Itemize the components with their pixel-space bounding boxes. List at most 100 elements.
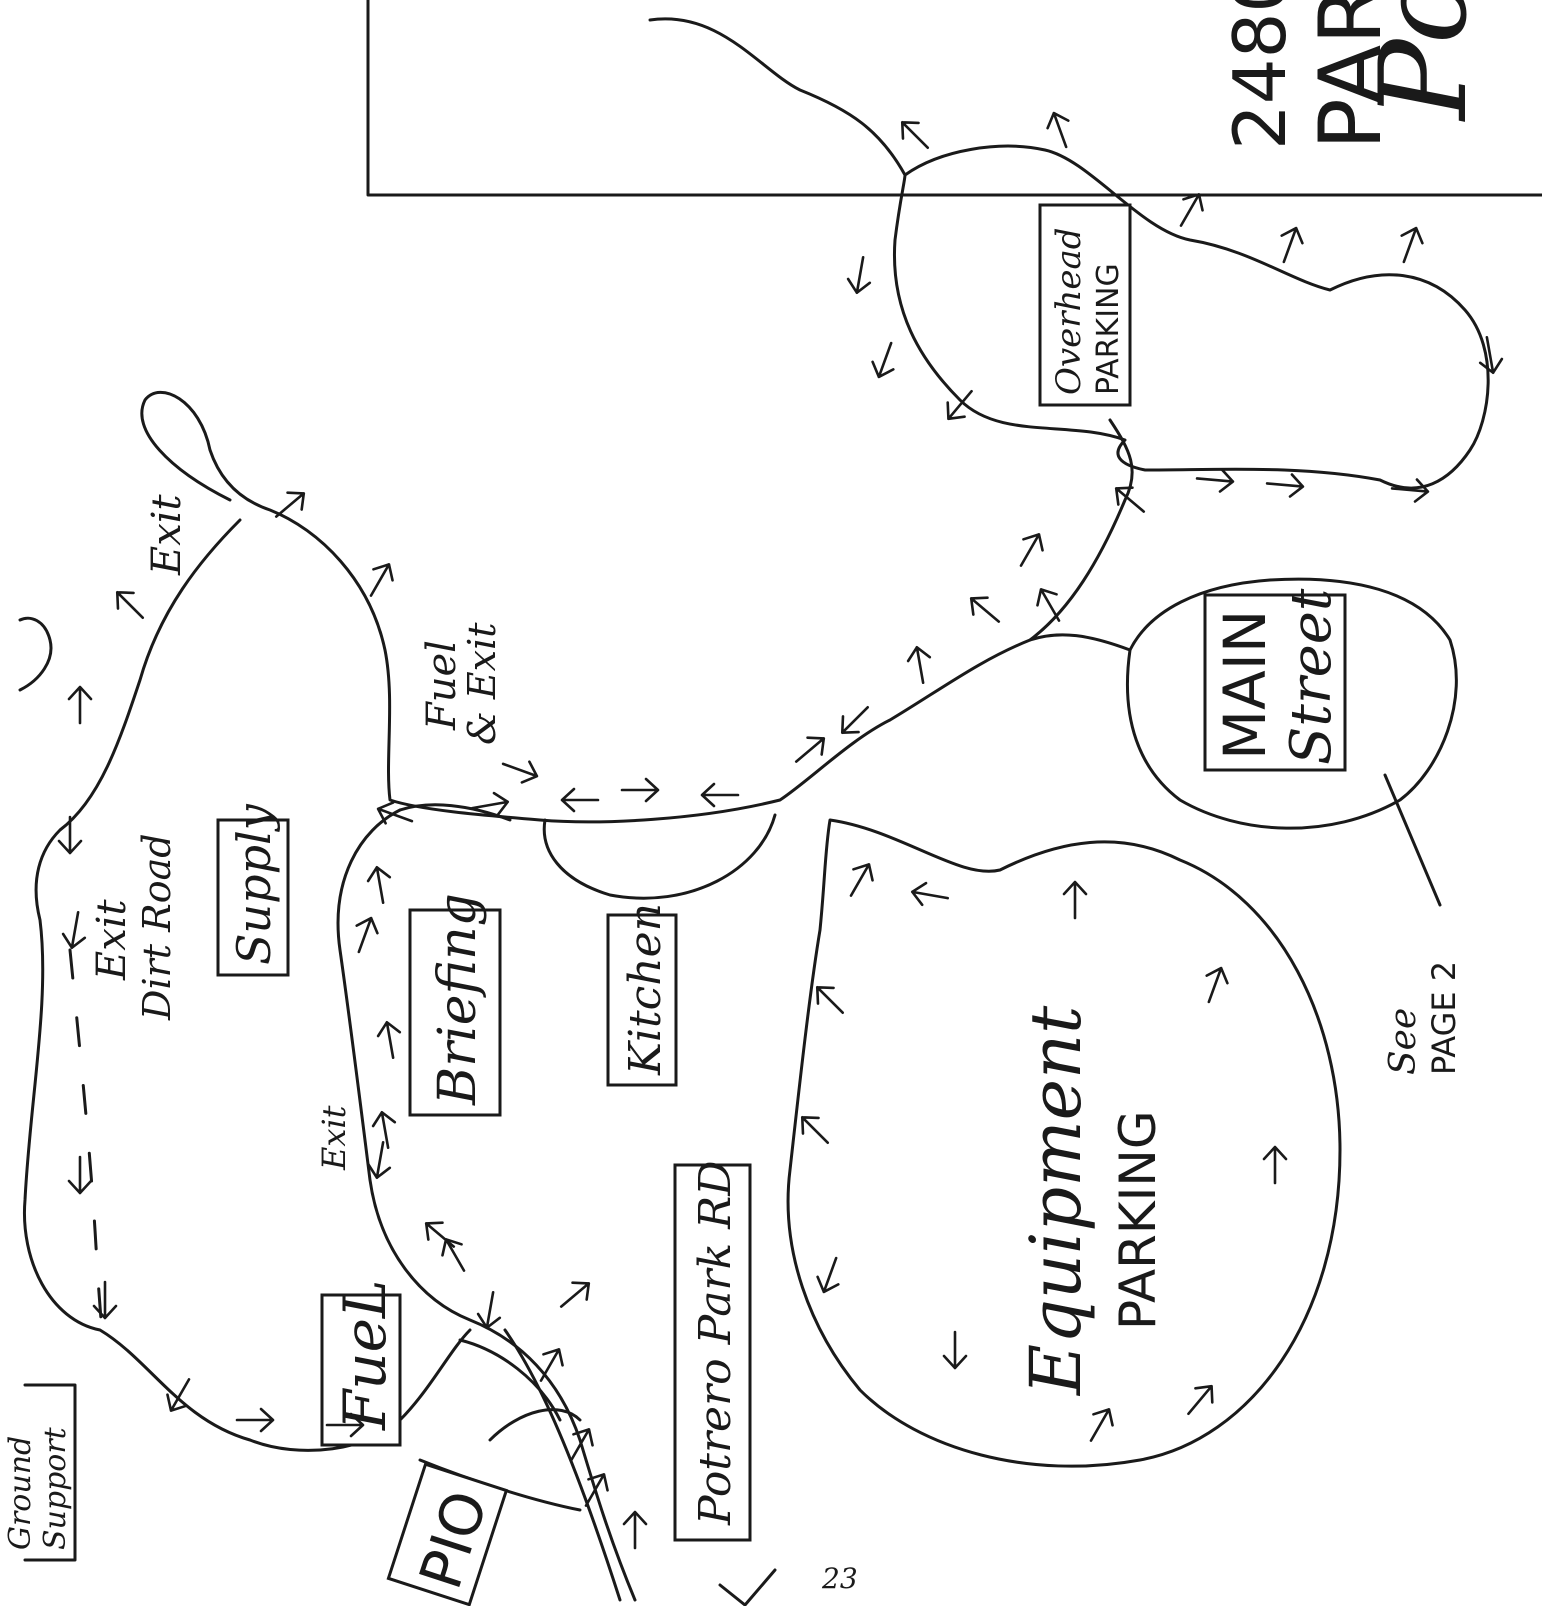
direction-arrow	[559, 1281, 591, 1308]
direction-arrow	[1187, 1384, 1214, 1416]
main-street-connector	[1028, 633, 1132, 652]
direction-arrow	[1390, 478, 1430, 503]
overhead-label-1: Overhead	[1049, 227, 1089, 395]
direction-arrow	[371, 1110, 397, 1150]
direction-arrow	[376, 1020, 402, 1060]
direction-arrow	[1205, 966, 1229, 1004]
kitchen-box	[606, 913, 678, 1087]
direction-arrow	[620, 777, 660, 803]
direction-arrow	[969, 596, 1001, 623]
direction-arrow	[1062, 880, 1088, 920]
pio-box	[386, 1462, 509, 1606]
main-street-box	[1203, 593, 1347, 772]
fuel-label: FueL	[331, 1280, 399, 1431]
fuel-connector	[458, 1338, 562, 1422]
direction-arrow	[1019, 533, 1044, 567]
see-page-leader	[1383, 773, 1442, 907]
overhead-box	[1038, 203, 1132, 407]
dirt-road-dashed	[68, 948, 104, 1332]
equipment-label-2: PARKING	[1109, 1110, 1167, 1330]
direction-arrow	[369, 563, 394, 597]
exit-dirt-label-1: Exit	[89, 898, 135, 981]
exit-mid-label: Exit	[315, 1105, 353, 1171]
see-label-2: PAGE 2	[1425, 961, 1463, 1075]
direction-arrow	[470, 791, 510, 817]
direction-arrow	[906, 645, 932, 685]
road-outline-upper	[648, 17, 1490, 490]
direction-arrow	[501, 760, 539, 784]
road-line-a	[503, 1328, 622, 1602]
direction-arrow	[115, 590, 145, 620]
direction-arrow	[366, 865, 392, 905]
direction-arrow	[1280, 226, 1304, 264]
direction-arrow	[166, 1378, 191, 1412]
direction-arrow	[1089, 1408, 1114, 1442]
direction-arrow	[942, 1330, 968, 1370]
direction-arrow	[569, 1428, 594, 1462]
page-number: 23	[821, 1562, 858, 1595]
direction-arrow	[274, 491, 306, 518]
briefing-box	[408, 908, 502, 1117]
direction-arrow	[800, 1115, 830, 1145]
direction-arrow	[441, 1238, 466, 1272]
direction-arrow	[560, 787, 600, 813]
fuel-exit-label-2: & Exit	[460, 622, 504, 745]
supply-area-outline	[22, 518, 472, 1452]
title-code: 24800	[1218, 0, 1302, 150]
direction-arrow	[1265, 473, 1305, 498]
direction-arrow	[1036, 588, 1061, 622]
direction-arrow	[67, 1155, 93, 1195]
direction-arrow	[61, 910, 87, 950]
main-street-label-1: MAIN	[1211, 610, 1279, 760]
direction-arrow	[1114, 486, 1146, 513]
direction-arrow	[1046, 111, 1070, 149]
fuel-exit-label-1: Fuel	[419, 640, 465, 731]
direction-arrow	[815, 985, 845, 1015]
direction-arrow	[910, 881, 950, 907]
direction-arrow	[235, 1407, 275, 1433]
title-line-1: Potr	[1355, 0, 1494, 122]
title-box: Potr PARK 24800	[366, 0, 1542, 197]
direction-arrow	[366, 1140, 392, 1180]
supply-label: Supply	[227, 803, 281, 965]
road-exit-arrow	[718, 1568, 777, 1606]
kitchen-label: Kitchen	[620, 903, 671, 1076]
direction-arrow	[900, 120, 930, 150]
briefing-label: Briefing	[428, 893, 488, 1106]
equipment-parking-outline	[786, 818, 1342, 1468]
direction-arrow	[1400, 226, 1424, 264]
direction-arrow	[846, 255, 872, 295]
ground-support-label-2: Support	[38, 1426, 73, 1550]
equipment-label-1: Equipment	[1015, 1005, 1097, 1397]
direction-arrow	[700, 782, 740, 808]
direction-arrow	[355, 916, 379, 954]
direction-arrow	[946, 389, 973, 421]
direction-arrow	[57, 815, 83, 855]
small-loop	[18, 616, 53, 692]
main-street-label-2: Street	[1279, 588, 1344, 765]
direction-arrow	[92, 1280, 118, 1320]
direction-arrow	[840, 705, 870, 735]
direction-arrow	[1179, 193, 1204, 227]
direction-arrow	[67, 685, 93, 725]
traffic-arrows	[57, 111, 1504, 1550]
exit-dirt-label-2: Dirt Road	[135, 833, 179, 1021]
direction-arrow	[424, 1221, 456, 1248]
supply-box	[216, 818, 290, 977]
main-street-area	[1126, 577, 1458, 830]
title-box-border	[366, 0, 1542, 197]
ground-support-label-1: Ground	[3, 1436, 38, 1550]
pio-connector	[488, 1408, 582, 1442]
direction-arrow	[376, 801, 414, 825]
road-box	[673, 1163, 752, 1542]
direction-arrow	[622, 1510, 648, 1550]
direction-arrow	[584, 1473, 609, 1507]
direction-arrow	[1195, 468, 1235, 493]
title-line-2: PARK	[1301, 0, 1401, 150]
fuel-box	[320, 1293, 402, 1447]
direction-arrow	[476, 1290, 502, 1330]
direction-arrow	[325, 1412, 365, 1438]
see-label-1: See	[1383, 1008, 1424, 1075]
kitchen-outline	[542, 813, 777, 900]
